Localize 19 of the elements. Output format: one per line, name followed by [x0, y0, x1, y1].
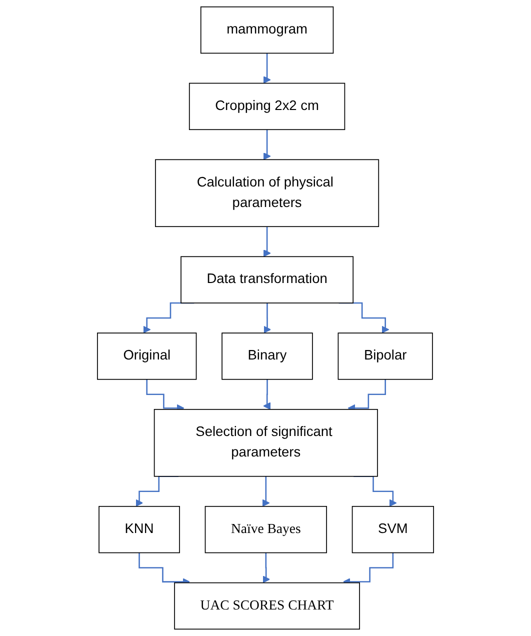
- node-box: Naïve Bayes: [204, 506, 327, 554]
- node-box: Data transformation: [180, 256, 354, 304]
- node-box: Binary: [222, 332, 313, 380]
- node-box: Calculation of physical parameters: [155, 159, 380, 228]
- node-box: Cropping 2x2 cm: [188, 82, 346, 130]
- node-box: Bipolar: [338, 332, 433, 380]
- arrow: [263, 226, 271, 257]
- node-box: SVM: [352, 506, 434, 554]
- node-box: UAC SCORES CHART: [174, 582, 360, 630]
- arrow: [263, 378, 271, 410]
- node-box: mammogram: [200, 6, 334, 54]
- arrow: [262, 476, 270, 507]
- node-box: Original: [97, 332, 197, 380]
- node-box: Selection of significant parameters: [154, 408, 378, 477]
- arrow: [263, 302, 272, 334]
- arrow: [263, 52, 271, 84]
- arrow: [263, 128, 271, 160]
- node-box: KNN: [98, 506, 180, 554]
- arrow: [262, 552, 270, 584]
